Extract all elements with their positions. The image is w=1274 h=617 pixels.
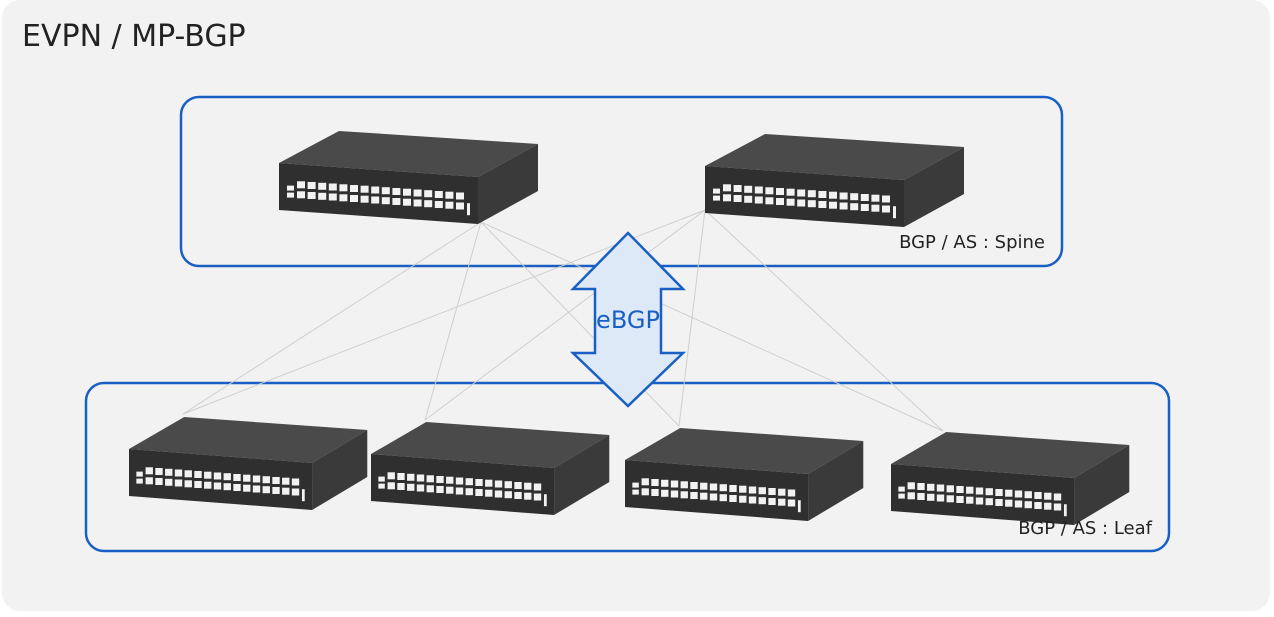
leaf-switch-3[interactable] [625,428,864,521]
ebgp-arrow: eBGP [569,231,687,408]
leaf-switch-4[interactable] [891,432,1130,525]
link-spine-2-leaf-2 [424,209,706,421]
link-spine-1-leaf-3 [480,221,680,427]
link-spine-1-leaf-1 [182,221,482,415]
spine-switch-2[interactable] [705,134,964,227]
link-spine-1-leaf-4 [480,221,944,432]
leaf-group-label: BGP / AS : Leaf [1018,518,1152,539]
link-spine-2-leaf-3 [678,209,706,427]
page-title: EVPN / MP-BGP [22,19,246,54]
ebgp-label: eBGP [596,306,660,334]
double-arrow-icon [569,231,687,408]
spine-switch-1[interactable] [279,131,538,224]
spine-group-label: BGP / AS : Spine [899,232,1045,253]
leaf-switch-2[interactable] [371,422,610,515]
link-spine-1-leaf-2 [424,221,482,421]
link-spine-2-leaf-4 [704,209,944,432]
leaf-switch-1[interactable] [129,417,368,510]
